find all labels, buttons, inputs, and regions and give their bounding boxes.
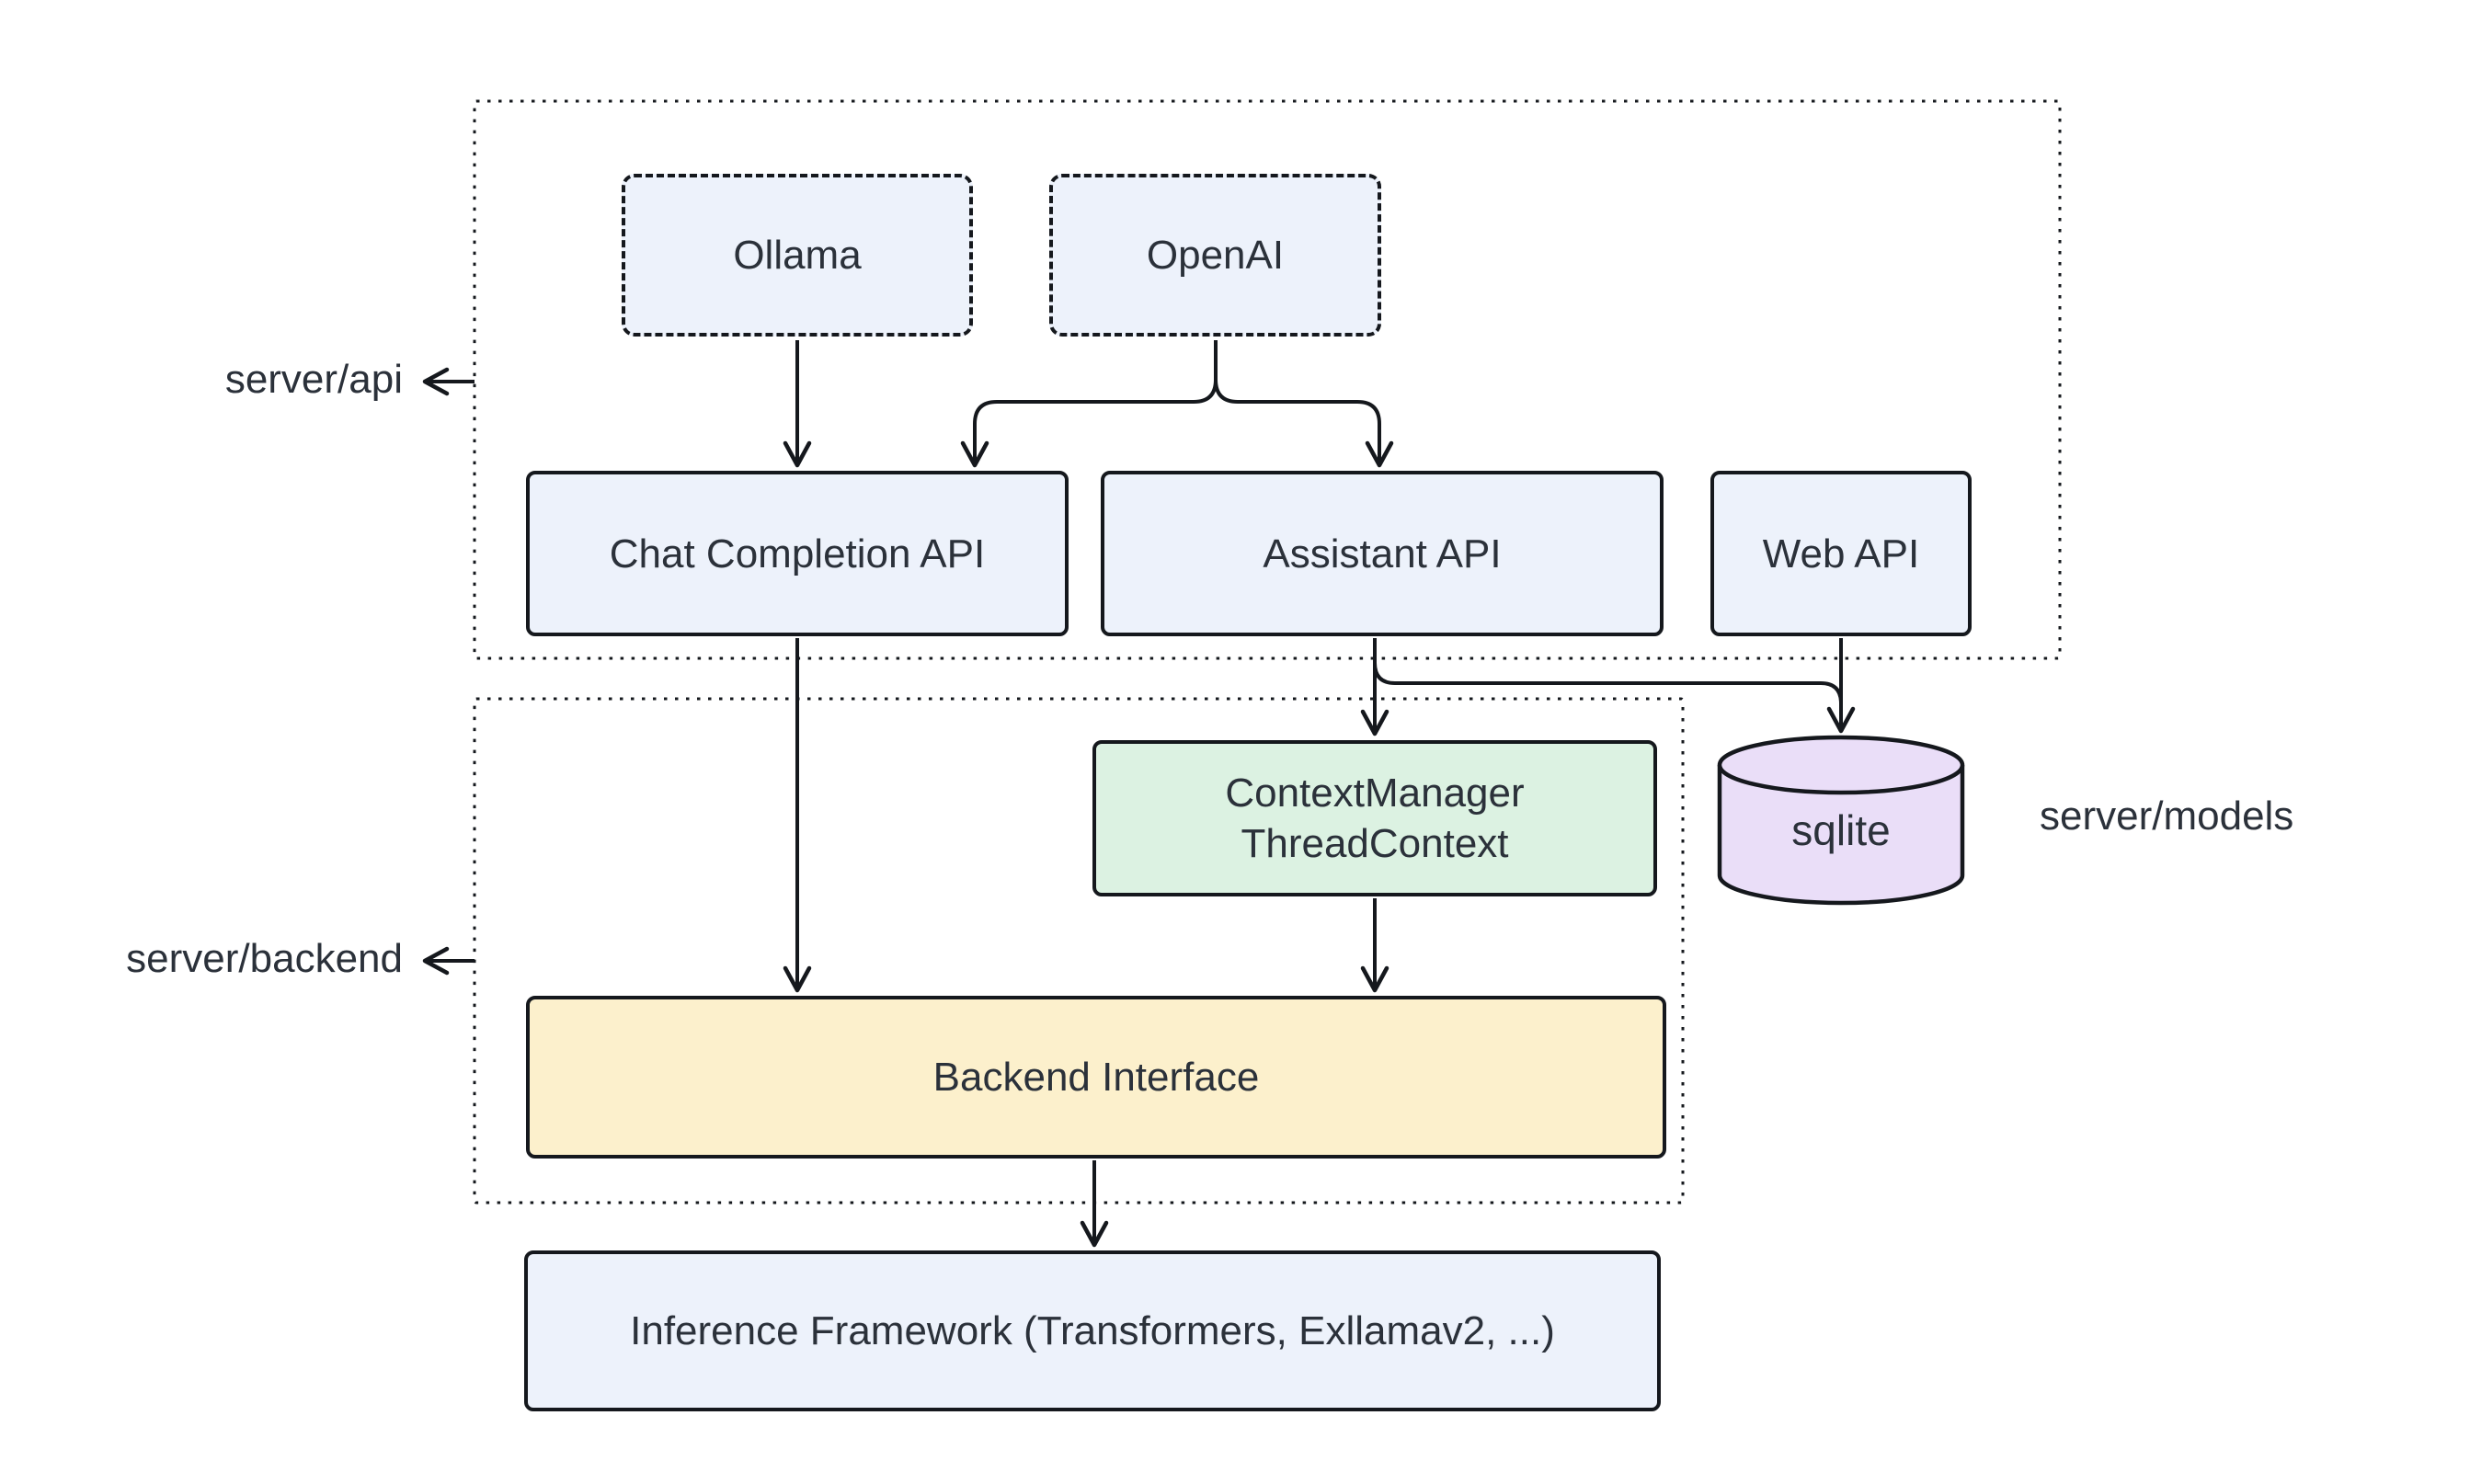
node-context-manager: ContextManager ThreadContext [1092, 740, 1657, 896]
node-context-manager-line2: ThreadContext [1241, 821, 1509, 866]
server-backend-label: server/backend [126, 936, 403, 981]
node-chat-completion-api: Chat Completion API [526, 471, 1069, 636]
node-chat-completion-api-label: Chat Completion API [609, 531, 986, 576]
node-context-manager-line1: ContextManager [1225, 771, 1525, 816]
server-backend-group-outline [473, 697, 1685, 1204]
node-assistant-api-label: Assistant API [1263, 531, 1502, 576]
edge-assistant-to-sqlite [1373, 638, 1843, 704]
node-backend-interface: Backend Interface [526, 996, 1666, 1159]
sqlite-label: sqlite [1720, 798, 1962, 862]
server-api-label: server/api [224, 357, 403, 402]
node-inference-framework: Inference Framework (Transformers, Exlla… [524, 1250, 1661, 1411]
node-openai: OpenAI [1049, 174, 1381, 337]
edge-openai-to-assistant [1214, 340, 1394, 468]
node-ollama: Ollama [622, 174, 973, 337]
node-openai-label: OpenAI [1146, 233, 1285, 278]
node-web-api: Web API [1710, 471, 1972, 636]
node-web-api-label: Web API [1762, 531, 1920, 576]
sqlite-cylinder-body [1717, 765, 1965, 906]
node-assistant-api: Assistant API [1101, 471, 1664, 636]
server-models-label: server/models [2040, 793, 2294, 839]
node-ollama-label: Ollama [733, 233, 862, 278]
sqlite-cylinder-top [1717, 735, 1965, 795]
sqlite-label-text: sqlite [1791, 806, 1891, 854]
edge-openai-to-chat-completion [960, 340, 1218, 468]
node-backend-interface-label: Backend Interface [932, 1055, 1260, 1100]
node-inference-framework-label: Inference Framework (Transformers, Exlla… [630, 1308, 1555, 1353]
